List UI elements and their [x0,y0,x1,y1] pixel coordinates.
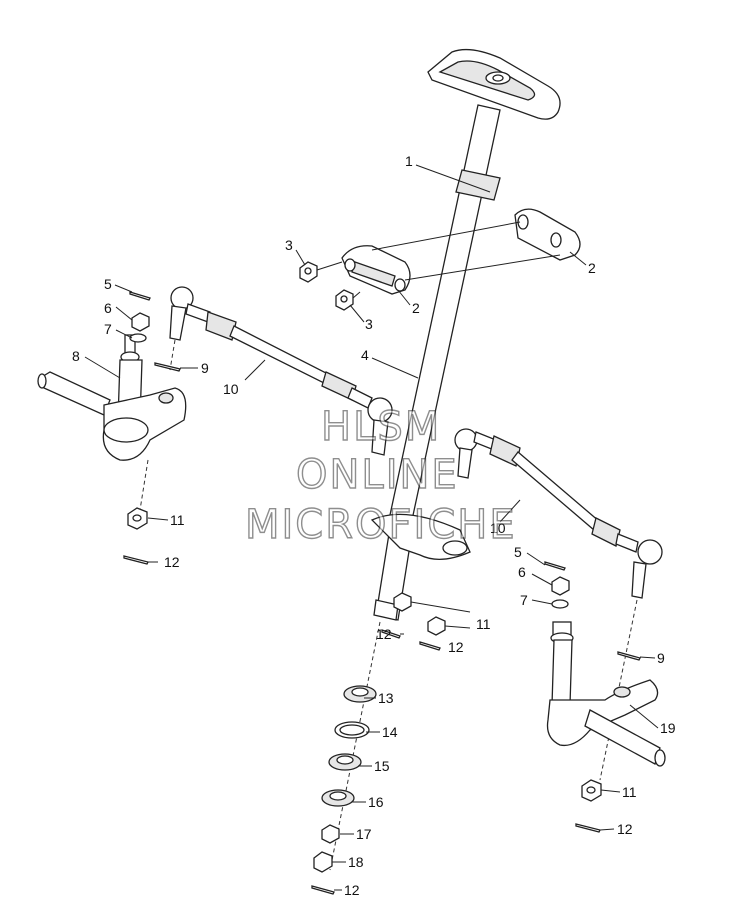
callout-10-left: 10 [223,381,239,397]
slotted-nut-right [551,576,570,596]
callout-8: 8 [72,348,80,364]
callout-12-right: 12 [617,821,633,837]
callout-6-right: 6 [518,564,526,580]
nut-18 [313,851,333,873]
spacer-17 [321,824,340,844]
callout-2-left: 2 [412,300,420,316]
callout-9-right: 9 [657,650,665,666]
tie-rod-nut-center-right [427,616,446,636]
upper-clamp-right [514,208,581,261]
callout-3-upper: 3 [285,237,293,253]
knuckle-nut-right [581,779,602,802]
cotter-pin-right-tierod [617,651,641,661]
callout-18: 18 [348,854,364,870]
callout-15: 15 [374,758,390,774]
callout-12-center-right: 12 [448,639,464,655]
cotter-pin-bottom [311,885,335,895]
tie-rod-left [169,286,393,456]
bearing-13 [343,685,377,703]
watermark-line-1: HLSM [321,404,441,450]
callout-13: 13 [378,690,394,706]
callout-19: 19 [660,720,676,736]
steering-column [370,104,501,621]
callout-7-left: 7 [104,321,112,337]
clamp-nut-lower [335,289,354,311]
washer-right [551,599,569,609]
tie-rod-nut-center-left [393,592,412,612]
snap-ring-14 [334,721,370,739]
tie-rod-right [454,428,663,781]
cotter-pin-right-top [544,561,566,571]
upper-clamp-left [341,245,411,295]
cotter-pin-left-tierod [154,362,181,372]
callout-11-right: 11 [622,784,637,800]
callout-6-left: 6 [104,300,112,316]
callout-7-right: 7 [520,592,528,608]
cotter-pin-left-top [129,291,151,301]
callout-4: 4 [361,347,369,363]
callout-2-right: 2 [588,260,596,276]
cotter-pin-left-bottom [123,555,149,565]
knuckle-nut-left [127,507,148,530]
callout-11-left: 11 [170,512,185,528]
seal-16 [321,789,355,807]
leader-lines [84,164,659,891]
callout-16: 16 [368,794,384,810]
callout-5-right: 5 [514,544,522,560]
callout-1: 1 [405,153,413,169]
washer-left [129,333,147,343]
watermark: HLSM ONLINE MICROFICHE [244,403,517,548]
cotter-pin-center-right [419,641,441,651]
cotter-pin-right-bottom [575,823,601,833]
steering-knuckle-left [37,334,187,511]
cotter-pin-center-left [381,629,401,639]
bearing-15 [328,753,362,771]
watermark-line-3: MICROFICHE [245,502,517,548]
callout-12-bottom: 12 [344,882,360,898]
callout-labels: 1 2 2 3 3 4 5 6 7 8 9 10 11 12 10 5 6 7 … [72,153,676,898]
clamp-nut-upper [299,261,318,283]
callout-17: 17 [356,826,372,842]
callout-9-left: 9 [201,360,209,376]
steering-knuckle-right [546,621,666,767]
slotted-nut-left [131,312,150,332]
watermark-line-2: ONLINE [296,452,459,498]
callout-10-right: 10 [490,520,506,536]
callout-5-left: 5 [104,276,112,292]
callout-12-left: 12 [164,554,180,570]
callout-12-center-left: 12 [376,626,392,642]
callout-11-center: 11 [476,616,491,632]
callout-14: 14 [382,724,398,740]
callout-3-lower: 3 [365,316,373,332]
steering-handle-plate [427,48,561,120]
